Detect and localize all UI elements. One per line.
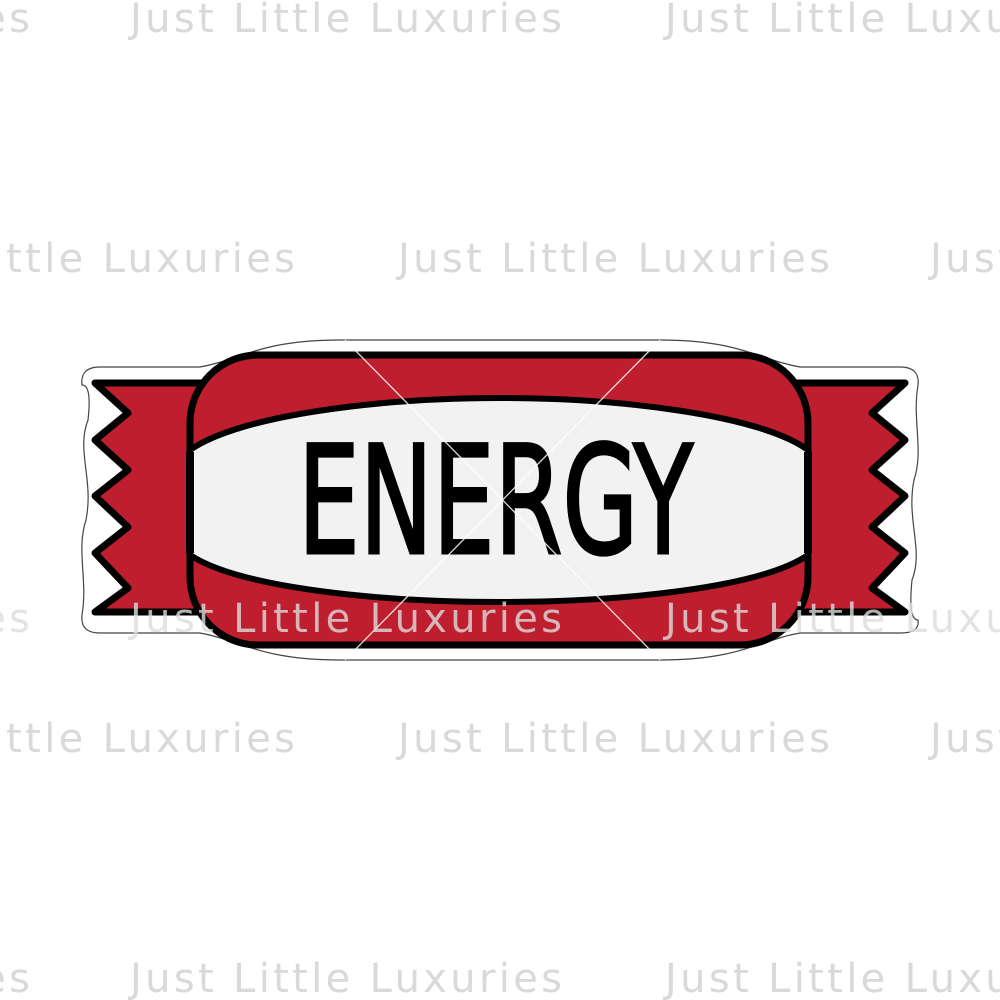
watermark-text: Just Little Luxuries [127,0,562,42]
label-band [187,394,811,606]
watermark-text: Just Little Luxuries [0,0,30,42]
watermark-text: Just Little Luxuries [395,716,830,762]
watermark-text: Just Little Luxuries [927,236,1000,282]
watermark-text: Just Little Luxuries [127,596,562,642]
band-edge-right [804,452,812,553]
watermark-text: Just Little Luxuries [0,956,30,1000]
watermark-front-layer: Just Little Luxuries Just Little Luxurie… [0,596,1000,642]
watermark-text: Just Little Luxuries [127,956,562,1000]
band-edge-left [186,452,194,553]
watermark-text: Just Little Luxuries [395,236,830,282]
watermark-text: Just Little Luxuries [0,716,295,762]
watermark-text: Just Little Luxuries [662,956,1000,1000]
energy-label: ENERGY [298,415,693,589]
watermark-lines [344,339,661,661]
watermark-text: Just Little Luxuries [662,0,1000,42]
watermark-text: Just Little Luxuries [662,596,1000,642]
watermark-text: Just Little Luxuries [0,596,30,642]
watermark-text: Just Little Luxuries [927,716,1000,762]
watermark-text: Just Little Luxuries [0,236,295,282]
